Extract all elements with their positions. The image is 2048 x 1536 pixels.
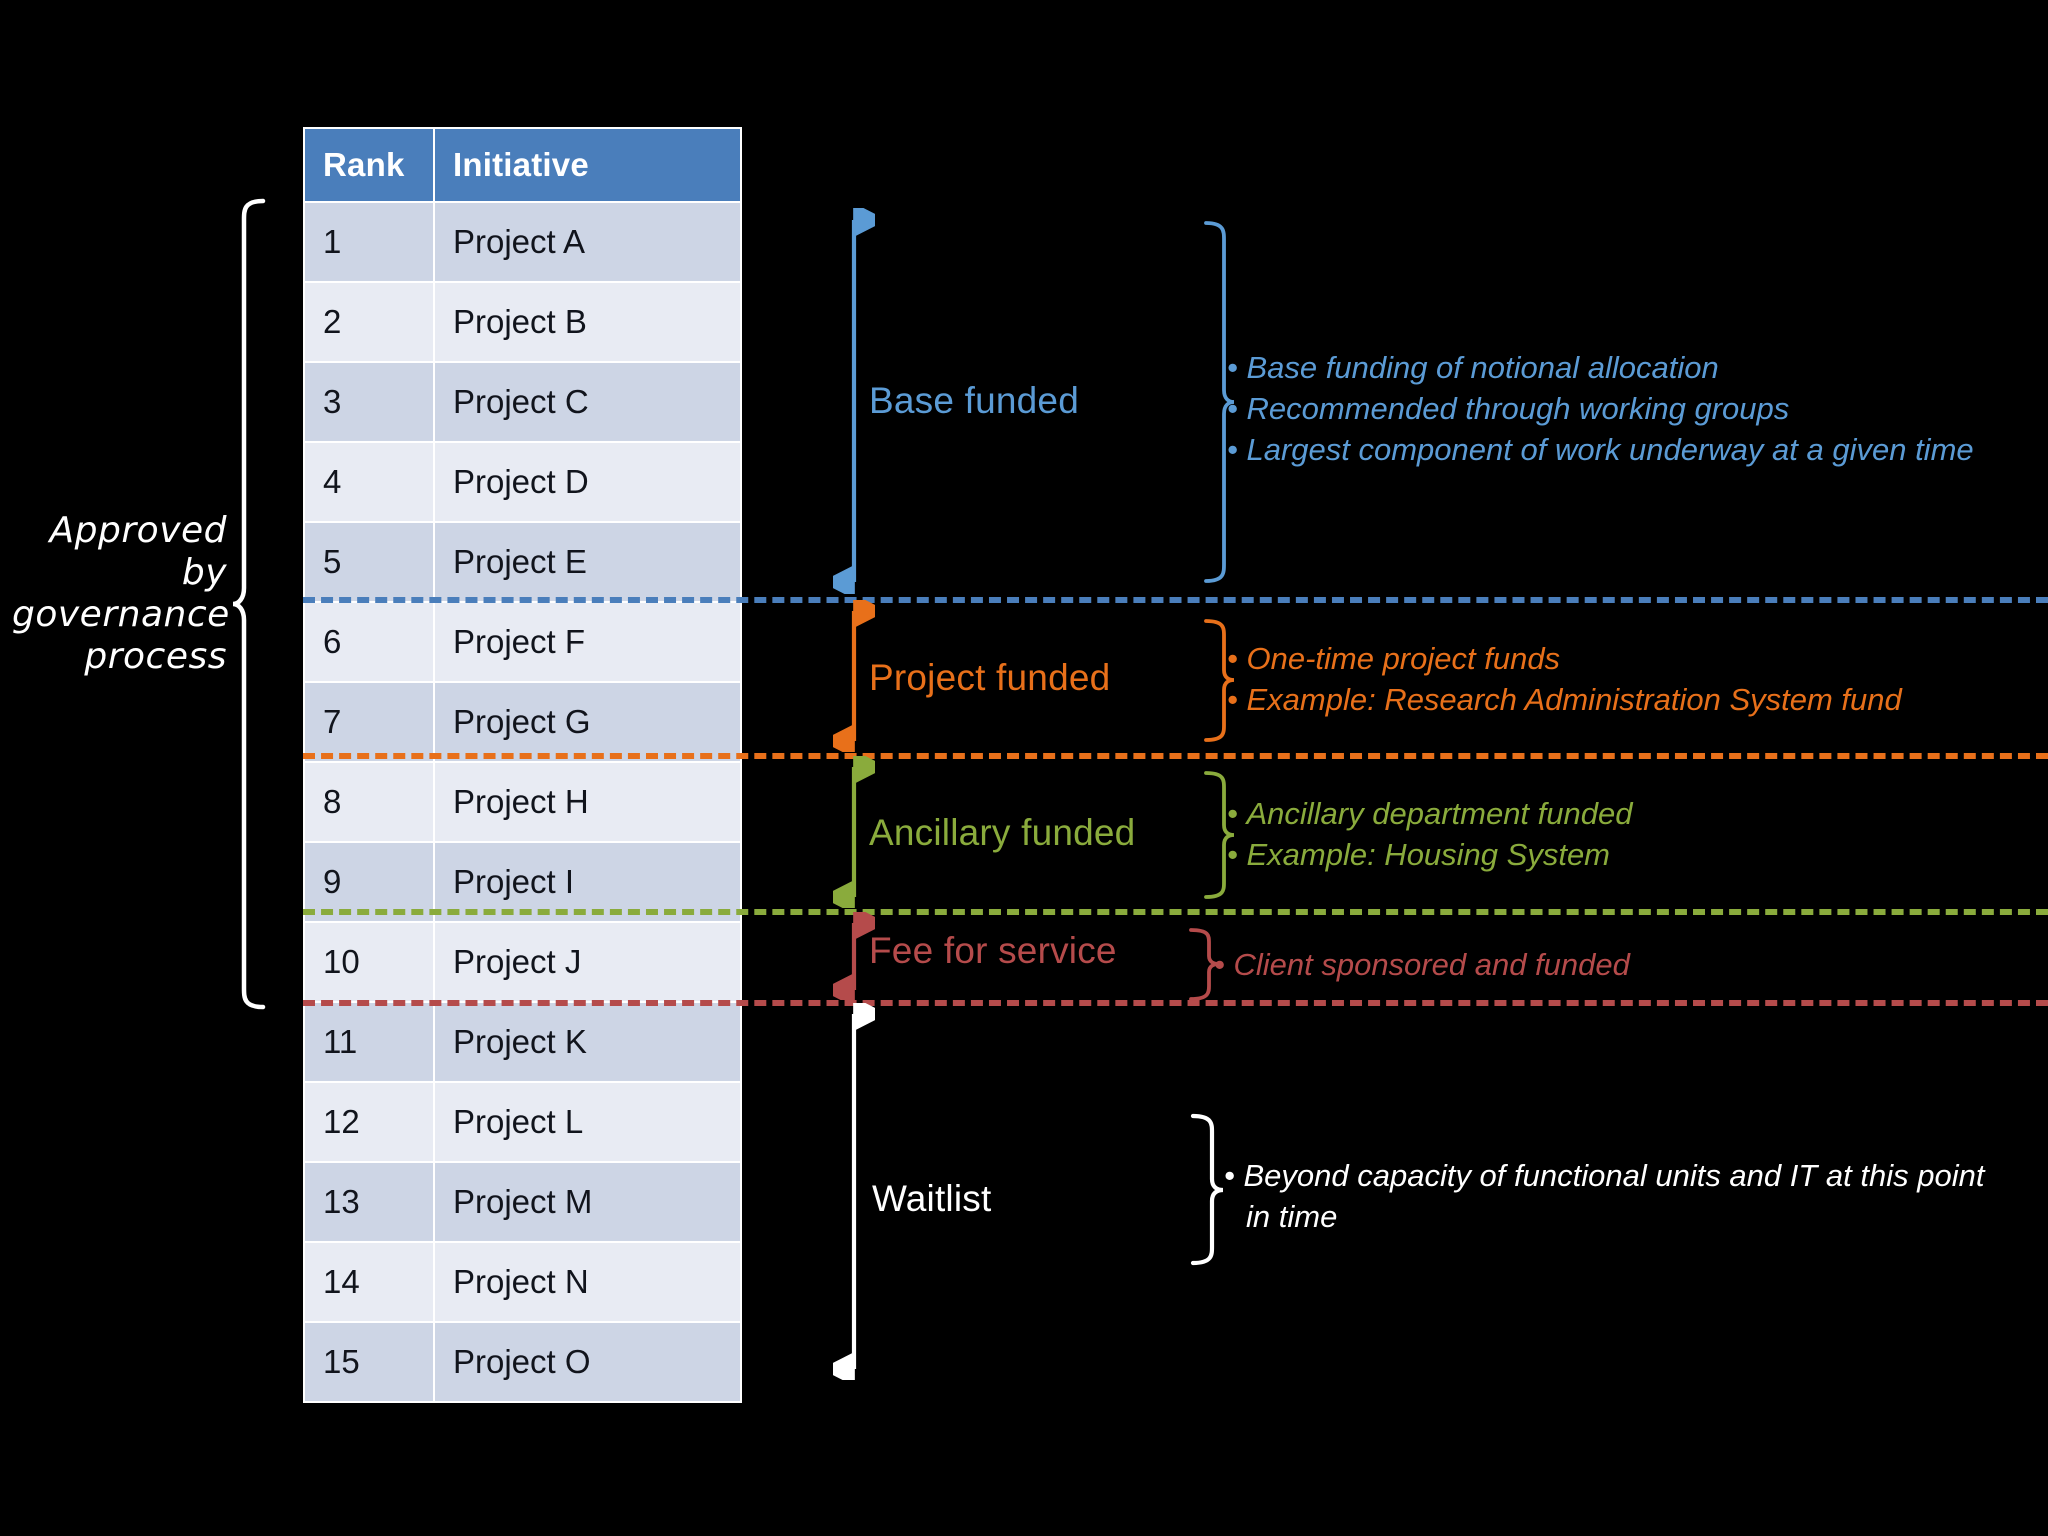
governance-label: Approved by governance process	[12, 510, 230, 678]
project-funded-arrow-icon	[833, 600, 875, 752]
project-funded-notes: • One-time project funds • Example: Rese…	[1227, 638, 1902, 720]
cell-initiative: Project O	[433, 1321, 742, 1403]
note-line: • Base funding of notional allocation	[1227, 350, 1719, 385]
note-line: • Largest component of work underway at …	[1227, 432, 1974, 468]
segment-label-base-funded: Base funded	[869, 380, 1079, 421]
cell-rank: 5	[303, 521, 435, 603]
segment-label-waitlist: Waitlist	[872, 1178, 992, 1219]
cell-initiative: Project F	[433, 601, 742, 683]
note-line: • Example: Housing System	[1227, 837, 1611, 873]
note-line: • Beyond capacity of functional units an…	[1224, 1158, 1985, 1193]
divider-base-funded	[303, 597, 2048, 603]
ancillary-funded-notes: • Ancillary department funded • Example:…	[1227, 793, 1632, 875]
waitlist-bracket-icon	[1190, 1113, 1224, 1266]
cell-rank: 7	[303, 681, 435, 763]
cell-initiative: Project H	[433, 761, 742, 843]
cell-initiative: Project B	[433, 281, 742, 363]
cell-initiative: Project E	[433, 521, 742, 603]
column-header-rank: Rank	[303, 127, 435, 203]
cell-rank: 14	[303, 1241, 435, 1323]
governance-label-line-3: governance	[12, 594, 230, 636]
cell-initiative: Project N	[433, 1241, 742, 1323]
segment-label-ancillary-funded: Ancillary funded	[869, 812, 1136, 853]
cell-initiative: Project D	[433, 441, 742, 523]
cell-rank: 8	[303, 761, 435, 843]
cell-rank: 6	[303, 601, 435, 683]
base-funded-bracket-icon	[1204, 221, 1235, 583]
cell-rank: 13	[303, 1161, 435, 1243]
governance-label-line-2: by	[181, 552, 227, 594]
divider-project-funded	[303, 753, 2048, 759]
divider-fee-for-service	[303, 1000, 2048, 1006]
divider-ancillary-funded	[303, 909, 2048, 915]
cell-rank: 1	[303, 201, 435, 283]
waitlist-notes: • Beyond capacity of functional units an…	[1224, 1155, 1984, 1237]
fee-for-service-arrow-icon	[833, 912, 875, 1000]
governance-label-line-4: process	[84, 636, 227, 678]
cell-initiative: Project G	[433, 681, 742, 763]
cell-initiative: Project C	[433, 361, 742, 443]
base-funded-arrow-icon	[833, 208, 875, 594]
cell-rank: 11	[303, 1001, 435, 1083]
note-line: • Example: Research Administration Syste…	[1227, 682, 1902, 718]
governance-label-line-1: Approved	[49, 510, 227, 551]
note-line: in time	[1246, 1199, 1338, 1235]
cell-initiative: Project K	[433, 1001, 742, 1083]
fee-for-service-notes: • Client sponsored and funded	[1214, 944, 1630, 985]
segment-label-fee-for-service: Fee for service	[869, 930, 1117, 971]
cell-rank: 3	[303, 361, 435, 443]
cell-rank: 15	[303, 1321, 435, 1403]
note-line: • Client sponsored and funded	[1214, 947, 1630, 982]
ancillary-funded-arrow-icon	[833, 756, 875, 908]
column-header-initiative: Initiative	[433, 127, 742, 203]
cell-initiative: Project L	[433, 1081, 742, 1163]
note-line: • Recommended through working groups	[1227, 391, 1790, 427]
note-line: • One-time project funds	[1227, 641, 1561, 676]
ancillary-funded-bracket-icon	[1204, 771, 1235, 899]
cell-initiative: Project A	[433, 201, 742, 283]
cell-rank: 10	[303, 921, 435, 1003]
cell-initiative: Project M	[433, 1161, 742, 1243]
cell-initiative: Project J	[433, 921, 742, 1003]
fee-for-service-bracket-icon	[1189, 928, 1220, 1001]
cell-rank: 12	[303, 1081, 435, 1163]
table-header-row: Rank Initiative	[303, 127, 742, 203]
governance-bracket-icon	[232, 198, 266, 1010]
cell-rank: 4	[303, 441, 435, 523]
project-funded-bracket-icon	[1204, 619, 1235, 742]
note-line: • Ancillary department funded	[1227, 796, 1633, 831]
cell-rank: 2	[303, 281, 435, 363]
waitlist-arrow-icon	[833, 1003, 875, 1380]
base-funded-notes: • Base funding of notional allocation • …	[1227, 347, 1974, 471]
segment-label-project-funded: Project funded	[869, 657, 1111, 698]
